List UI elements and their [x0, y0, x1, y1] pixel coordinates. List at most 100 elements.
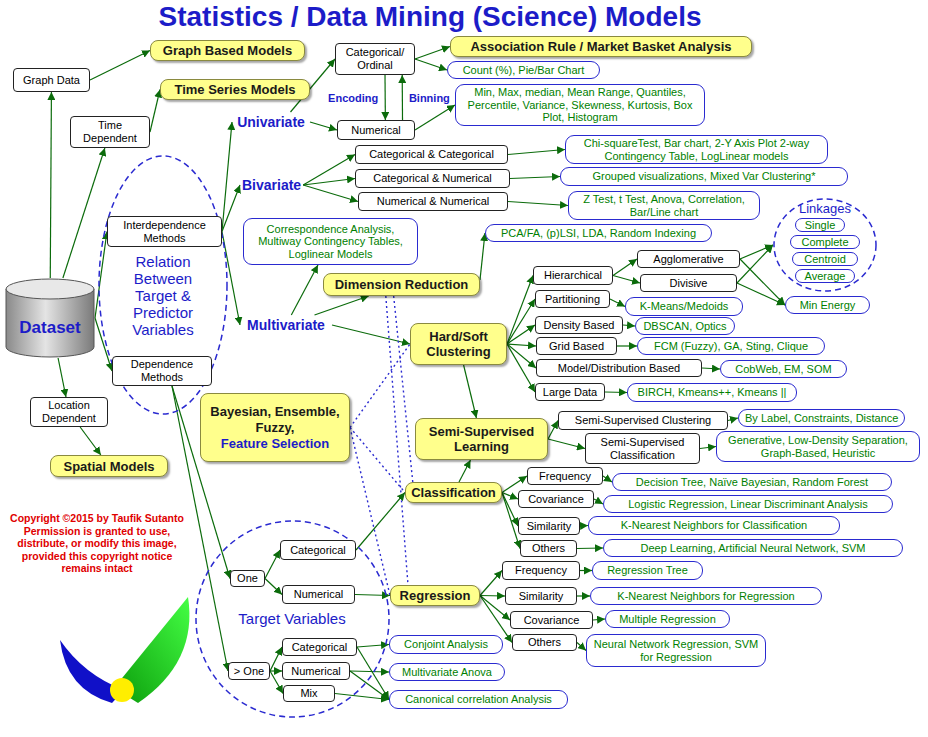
group-ellipse: Target VariablesOneCategoricalNumerical>… [195, 520, 390, 718]
dotted-connector [350, 428, 390, 596]
node-text: Z Test, t Test, Anova, Correlation, Bar/… [575, 193, 753, 218]
connector [507, 325, 535, 344]
category-box: Categorical & Numerical [355, 169, 510, 188]
connector [95, 232, 107, 319]
category-box: Mix [283, 685, 335, 702]
node-text: Multivariate [242, 316, 330, 334]
category-box: Agglomerative [637, 250, 740, 268]
connector [303, 185, 358, 202]
connector [303, 179, 355, 186]
node-text: Min Energy [792, 299, 863, 312]
connector [270, 647, 282, 671]
category-box: Others [520, 540, 577, 557]
category-box: Numerical [282, 585, 355, 604]
connector [415, 59, 447, 70]
node-text: Multiple Regression [612, 613, 723, 626]
connector [577, 643, 586, 651]
connector [357, 647, 389, 700]
category-box: Others [512, 634, 577, 651]
category-box: Categorical [280, 540, 356, 560]
node-text: CobWeb, EM, SOM [727, 363, 840, 376]
method-box: Count (%), Pie/Bar Chart [447, 61, 600, 79]
node-text: Dataset [5, 318, 95, 338]
connector [577, 547, 603, 549]
connector [150, 90, 160, 133]
node-text: Grid Based [541, 340, 612, 353]
node-text: Chi-squareTest, Bar chart, 2-Y Axis Plot… [572, 137, 821, 162]
diagram-title: Statistics / Data Mining (Science) Model… [0, 0, 860, 34]
category-box: Categorical & Categorical [355, 145, 508, 164]
connector [623, 325, 635, 326]
node-text: Numerical [287, 588, 350, 601]
node-text: K-Nearest Neighbors for Classification [595, 519, 833, 532]
category-box: Density Based [535, 316, 623, 334]
method-box: K-Nearest Neighbors for Regression [590, 587, 822, 605]
node-text: Bivariate [242, 176, 301, 194]
node-text: Large Data [540, 386, 600, 399]
cylinder-top [6, 279, 94, 299]
branch-heading: Univariate [232, 112, 310, 132]
method-box: Z Test, t Test, Anova, Correlation, Bar/… [568, 191, 760, 220]
copyright-note: Copyright ©2015 by Taufik Sutanto Permis… [4, 512, 190, 575]
method-box: Complete [790, 235, 860, 249]
category-box: Semi-Supervised Classification [585, 433, 700, 464]
node-text: Covariance [523, 493, 589, 506]
node-text: Spatial Models [56, 459, 162, 474]
category-box: Large Data [535, 383, 605, 401]
node-text: Count (%), Pie/Bar Chart [454, 64, 593, 77]
method-box: Min, Max, median, Mean Range, Quantiles,… [455, 84, 705, 126]
node-text: Categorical [287, 641, 352, 654]
node-text: Similarity [523, 520, 575, 533]
connector [507, 299, 535, 344]
connector [548, 421, 558, 440]
model-box: Spatial Models [50, 455, 168, 477]
method-box: Regression Tree [592, 561, 703, 580]
node-text: Covariance [515, 614, 588, 627]
category-box: Dependence Methods [112, 356, 212, 386]
method-box: CobWeb, EM, SOM [720, 360, 847, 378]
node-text: Correspondence Analysis, Multiway Contin… [250, 223, 411, 261]
connector [510, 177, 560, 179]
method-box: Neural Network Regression, SVM for Regre… [586, 634, 766, 667]
category-box: Time Dependent [70, 116, 150, 148]
connector [700, 447, 716, 449]
category-box: Grid Based [536, 337, 617, 355]
method-box: Average [795, 269, 855, 283]
category-box: Covariance [510, 611, 593, 629]
node-text: Time Dependent [75, 119, 145, 145]
node-text: Graph Based Models [156, 43, 299, 58]
dataset-cylinder: Dataset [5, 278, 95, 358]
connector [357, 645, 389, 648]
connector [310, 122, 337, 130]
connector [740, 259, 785, 305]
connector [507, 276, 533, 345]
method-box: Generative, Low-Density Separation, Grap… [716, 431, 920, 462]
connector [594, 499, 603, 504]
connector [610, 299, 625, 307]
connector [502, 493, 518, 527]
connector [702, 368, 720, 369]
node-text: Divisive [645, 277, 732, 290]
branch-heading: Multivariate [240, 315, 332, 335]
node-text: Min, Max, median, Mean Range, Quantiles,… [462, 86, 698, 124]
node-text: Feature Selection [206, 436, 344, 452]
node-text: Conjoint Analysis [396, 638, 496, 651]
category-box: Categorical [282, 638, 357, 656]
connector [737, 245, 773, 283]
node-text: Similarity [510, 590, 572, 603]
connector [303, 155, 355, 186]
connector [265, 550, 280, 579]
group-ellipse: Relation Between Target & Predictor Vari… [98, 155, 228, 415]
connector [315, 296, 369, 315]
model-box: Classification [405, 482, 502, 503]
edge-label: Encoding [327, 91, 379, 104]
method-box: Deep Learning, Artificial Neural Network… [603, 539, 903, 557]
node-text: Regression Tree [599, 564, 696, 577]
connector [415, 105, 455, 130]
connector [740, 245, 773, 259]
method-box: Chi-squareTest, Bar chart, 2-Y Axis Plot… [565, 135, 828, 164]
model-box: Bayesian, Ensemble, Fuzzy,Feature Select… [200, 393, 350, 462]
method-box: Min Energy [785, 296, 870, 314]
connector [335, 694, 389, 700]
connector [356, 493, 405, 551]
